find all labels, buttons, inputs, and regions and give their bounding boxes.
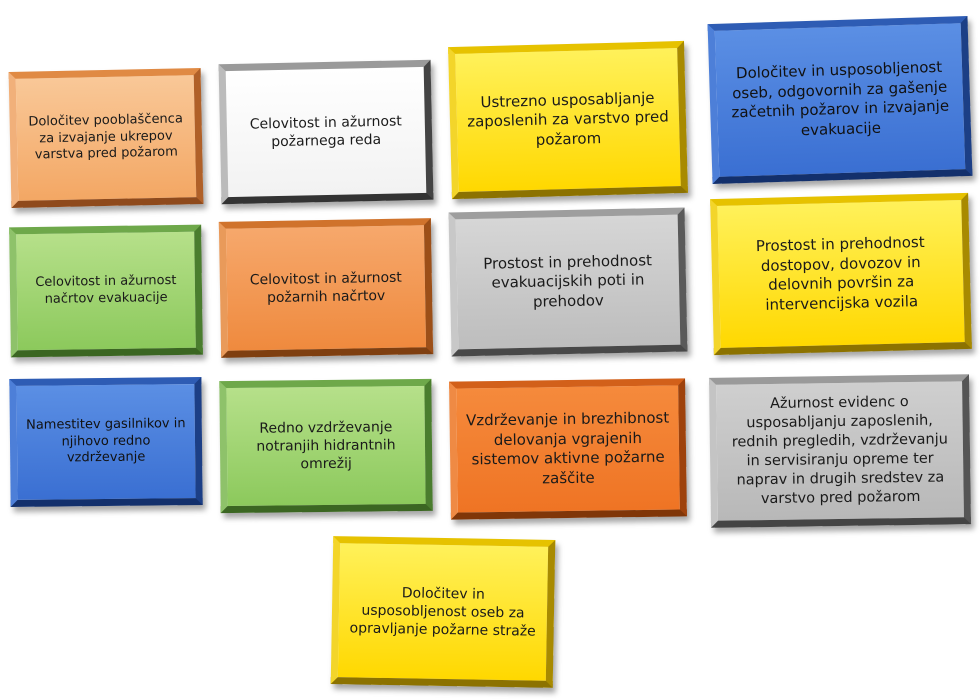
box-fire-safety-officer: Določitev pooblaščenca za izvajanje ukre… (8, 68, 204, 208)
box-employee-training: Ustrezno usposabljanje zaposlenih za var… (448, 40, 688, 200)
box-extinguishers: Namestitev gasilnikov in njihovo redno v… (9, 376, 203, 508)
box-active-protection-text: Vzdrževanje in brezhibnost delovanja vgr… (465, 408, 670, 487)
box-fire-order-text: Celovitost in ažurnost požarnega reda (249, 113, 402, 151)
box-evacuation-plans-text: Celovitost in ažurnost načrtov evakuacij… (35, 273, 177, 307)
box-evacuation-plans: Celovitost in ažurnost načrtov evakuacij… (9, 224, 203, 358)
box-employee-training-text: Ustrezno usposabljanje zaposlenih za var… (466, 88, 669, 149)
box-access-routes-text: Prostost in prehodnost dostopov, dovozov… (755, 232, 925, 314)
box-evacuation-routes-text: Prostost in prehodnost evakuacijskih pot… (483, 250, 653, 311)
box-extinguishers-text: Namestitev gasilnikov in njihovo redno v… (25, 415, 186, 466)
box-hydrant-networks: Redno vzdrževanje notranjih hidrantnih o… (219, 378, 433, 514)
box-fire-watch: Določitev in usposobljenost oseb za opra… (330, 536, 556, 688)
box-hydrant-networks-text: Redno vzdrževanje notranjih hidrantnih o… (256, 419, 396, 473)
box-access-routes: Prostost in prehodnost dostopov, dovozov… (710, 192, 972, 356)
box-fire-plans: Celovitost in ažurnost požarnih načrtov (218, 218, 434, 358)
box-records-text: Ažurnost evidenc o usposabljanju zaposle… (731, 394, 949, 507)
box-fire-plans-text: Celovitost in ažurnost požarnih načrtov (249, 269, 402, 307)
box-responsible-persons: Določitev in usposobljenost oseb, odgovo… (707, 15, 973, 185)
box-fire-order: Celovitost in ažurnost požarnega reda (218, 59, 434, 205)
box-fire-watch-text: Določitev in usposobljenost oseb za opra… (349, 584, 536, 640)
box-evacuation-routes: Prostost in prehodnost evakuacijskih pot… (448, 207, 688, 357)
box-active-protection: Vzdrževanje in brezhibnost delovanja vgr… (449, 378, 687, 520)
box-records: Ažurnost evidenc o usposabljanju zaposle… (708, 374, 972, 528)
box-fire-safety-officer-text: Določitev pooblaščenca za izvajanje ukre… (28, 111, 184, 163)
box-responsible-persons-text: Določitev in usposobljenost oseb, odgovo… (731, 57, 950, 139)
